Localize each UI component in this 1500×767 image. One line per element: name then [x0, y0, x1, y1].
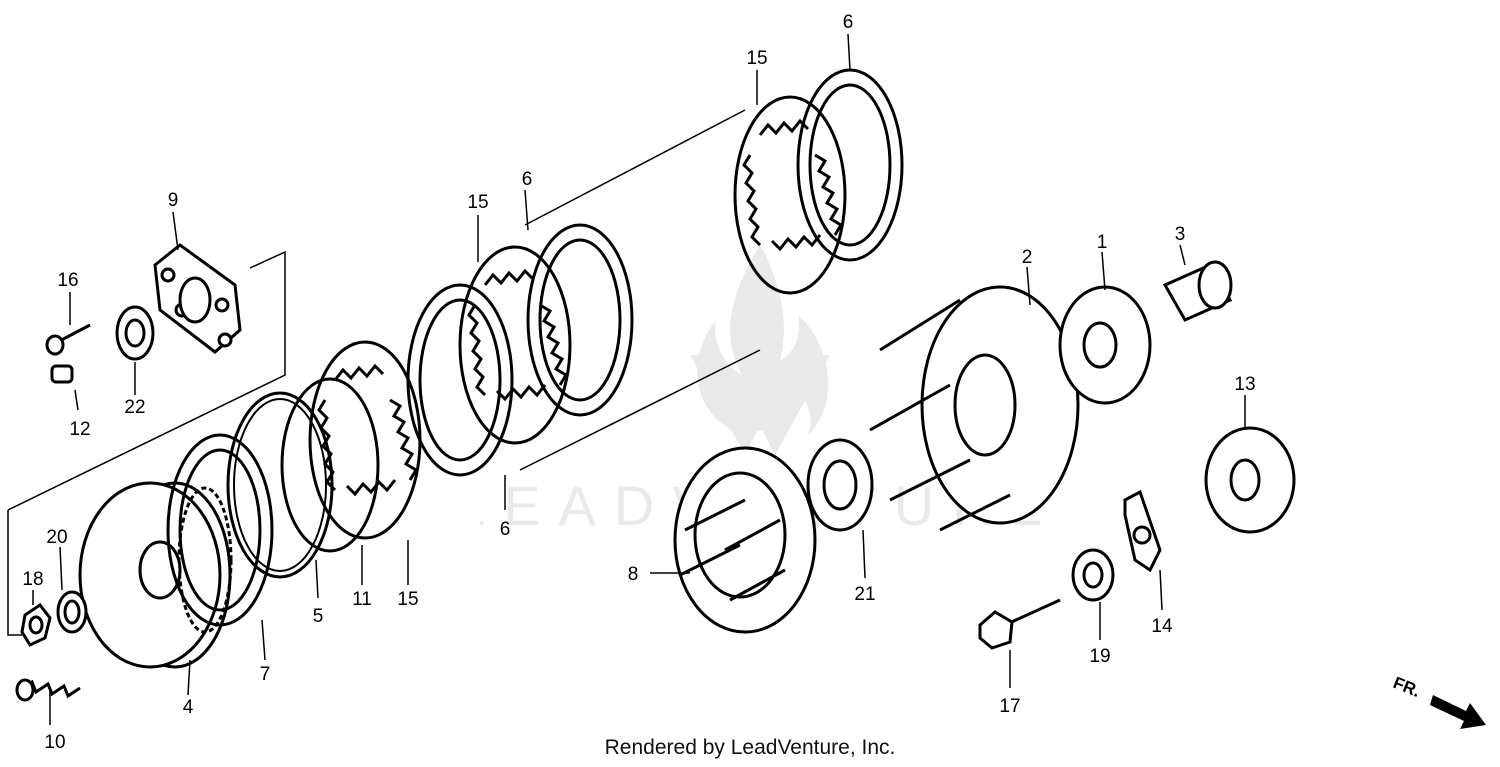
- callout-8: 8: [628, 564, 639, 585]
- friction-disc-6-lower: [406, 283, 514, 477]
- bushing-3: [1162, 260, 1233, 322]
- callout-13: 13: [1234, 374, 1255, 395]
- washer-20: [56, 590, 88, 634]
- spring-seat-11: [280, 377, 380, 553]
- callout-15b: 15: [746, 48, 767, 69]
- clutch-plate-15-lower: [308, 340, 422, 540]
- lifter-plate-9: [153, 243, 242, 354]
- callout-22: 22: [124, 397, 145, 418]
- callout-19: 19: [1089, 646, 1110, 667]
- clutch-outer-gear: [78, 481, 233, 669]
- friction-disc-6-upper: [796, 68, 904, 262]
- callout-6a: 6: [522, 169, 533, 190]
- callout-17: 17: [999, 696, 1020, 717]
- pin-12: [50, 364, 74, 384]
- callout-1: 1: [1097, 232, 1108, 253]
- callout-21: 21: [854, 584, 875, 605]
- callout-12: 12: [69, 419, 90, 440]
- spring-10: [15, 678, 81, 702]
- callout-2: 2: [1022, 247, 1033, 268]
- callout-15c: 15: [397, 589, 418, 610]
- nut-18: [20, 602, 52, 647]
- callout-leaders: [32, 33, 1246, 725]
- callout-5: 5: [313, 606, 324, 627]
- callout-16: 16: [57, 270, 78, 291]
- callout-11: 11: [352, 589, 372, 610]
- clutch-center-2: [869, 285, 1080, 532]
- callout-labels: 1 2 3 4 5 6 6 6 7 8 9 10 11 12 13 14 15 …: [22, 12, 1255, 753]
- callout-3: 3: [1175, 224, 1186, 245]
- front-label: FR.: [1391, 673, 1424, 701]
- footer-credit: Rendered by LeadVenture, Inc.: [604, 736, 896, 759]
- callout-15a: 15: [467, 192, 488, 213]
- callout-7: 7: [260, 664, 271, 685]
- callout-10: 10: [44, 732, 65, 753]
- callout-9: 9: [168, 190, 179, 211]
- bolt-16: [45, 323, 91, 356]
- thrust-washer-21: [806, 438, 874, 532]
- callout-18: 18: [22, 569, 43, 590]
- callout-20: 20: [46, 527, 67, 548]
- gear-13: [1204, 426, 1296, 534]
- lock-washer-14: [1123, 489, 1162, 573]
- front-direction-arrow-icon: FR.: [1391, 673, 1486, 729]
- pressure-plate-8: [673, 446, 817, 634]
- callout-4: 4: [183, 697, 194, 718]
- washer-19: [1071, 548, 1115, 602]
- bearing-22: [115, 305, 155, 361]
- callout-6b: 6: [843, 12, 854, 33]
- bolt-17: [978, 598, 1061, 650]
- collar-gear-1: [1058, 285, 1152, 405]
- clutch-plate-15-upper: [733, 95, 847, 295]
- assembly-outline: [7, 109, 761, 636]
- callout-6c: 6: [500, 519, 511, 540]
- callout-14: 14: [1151, 616, 1173, 637]
- clutch-plate-15-middle: [458, 245, 572, 445]
